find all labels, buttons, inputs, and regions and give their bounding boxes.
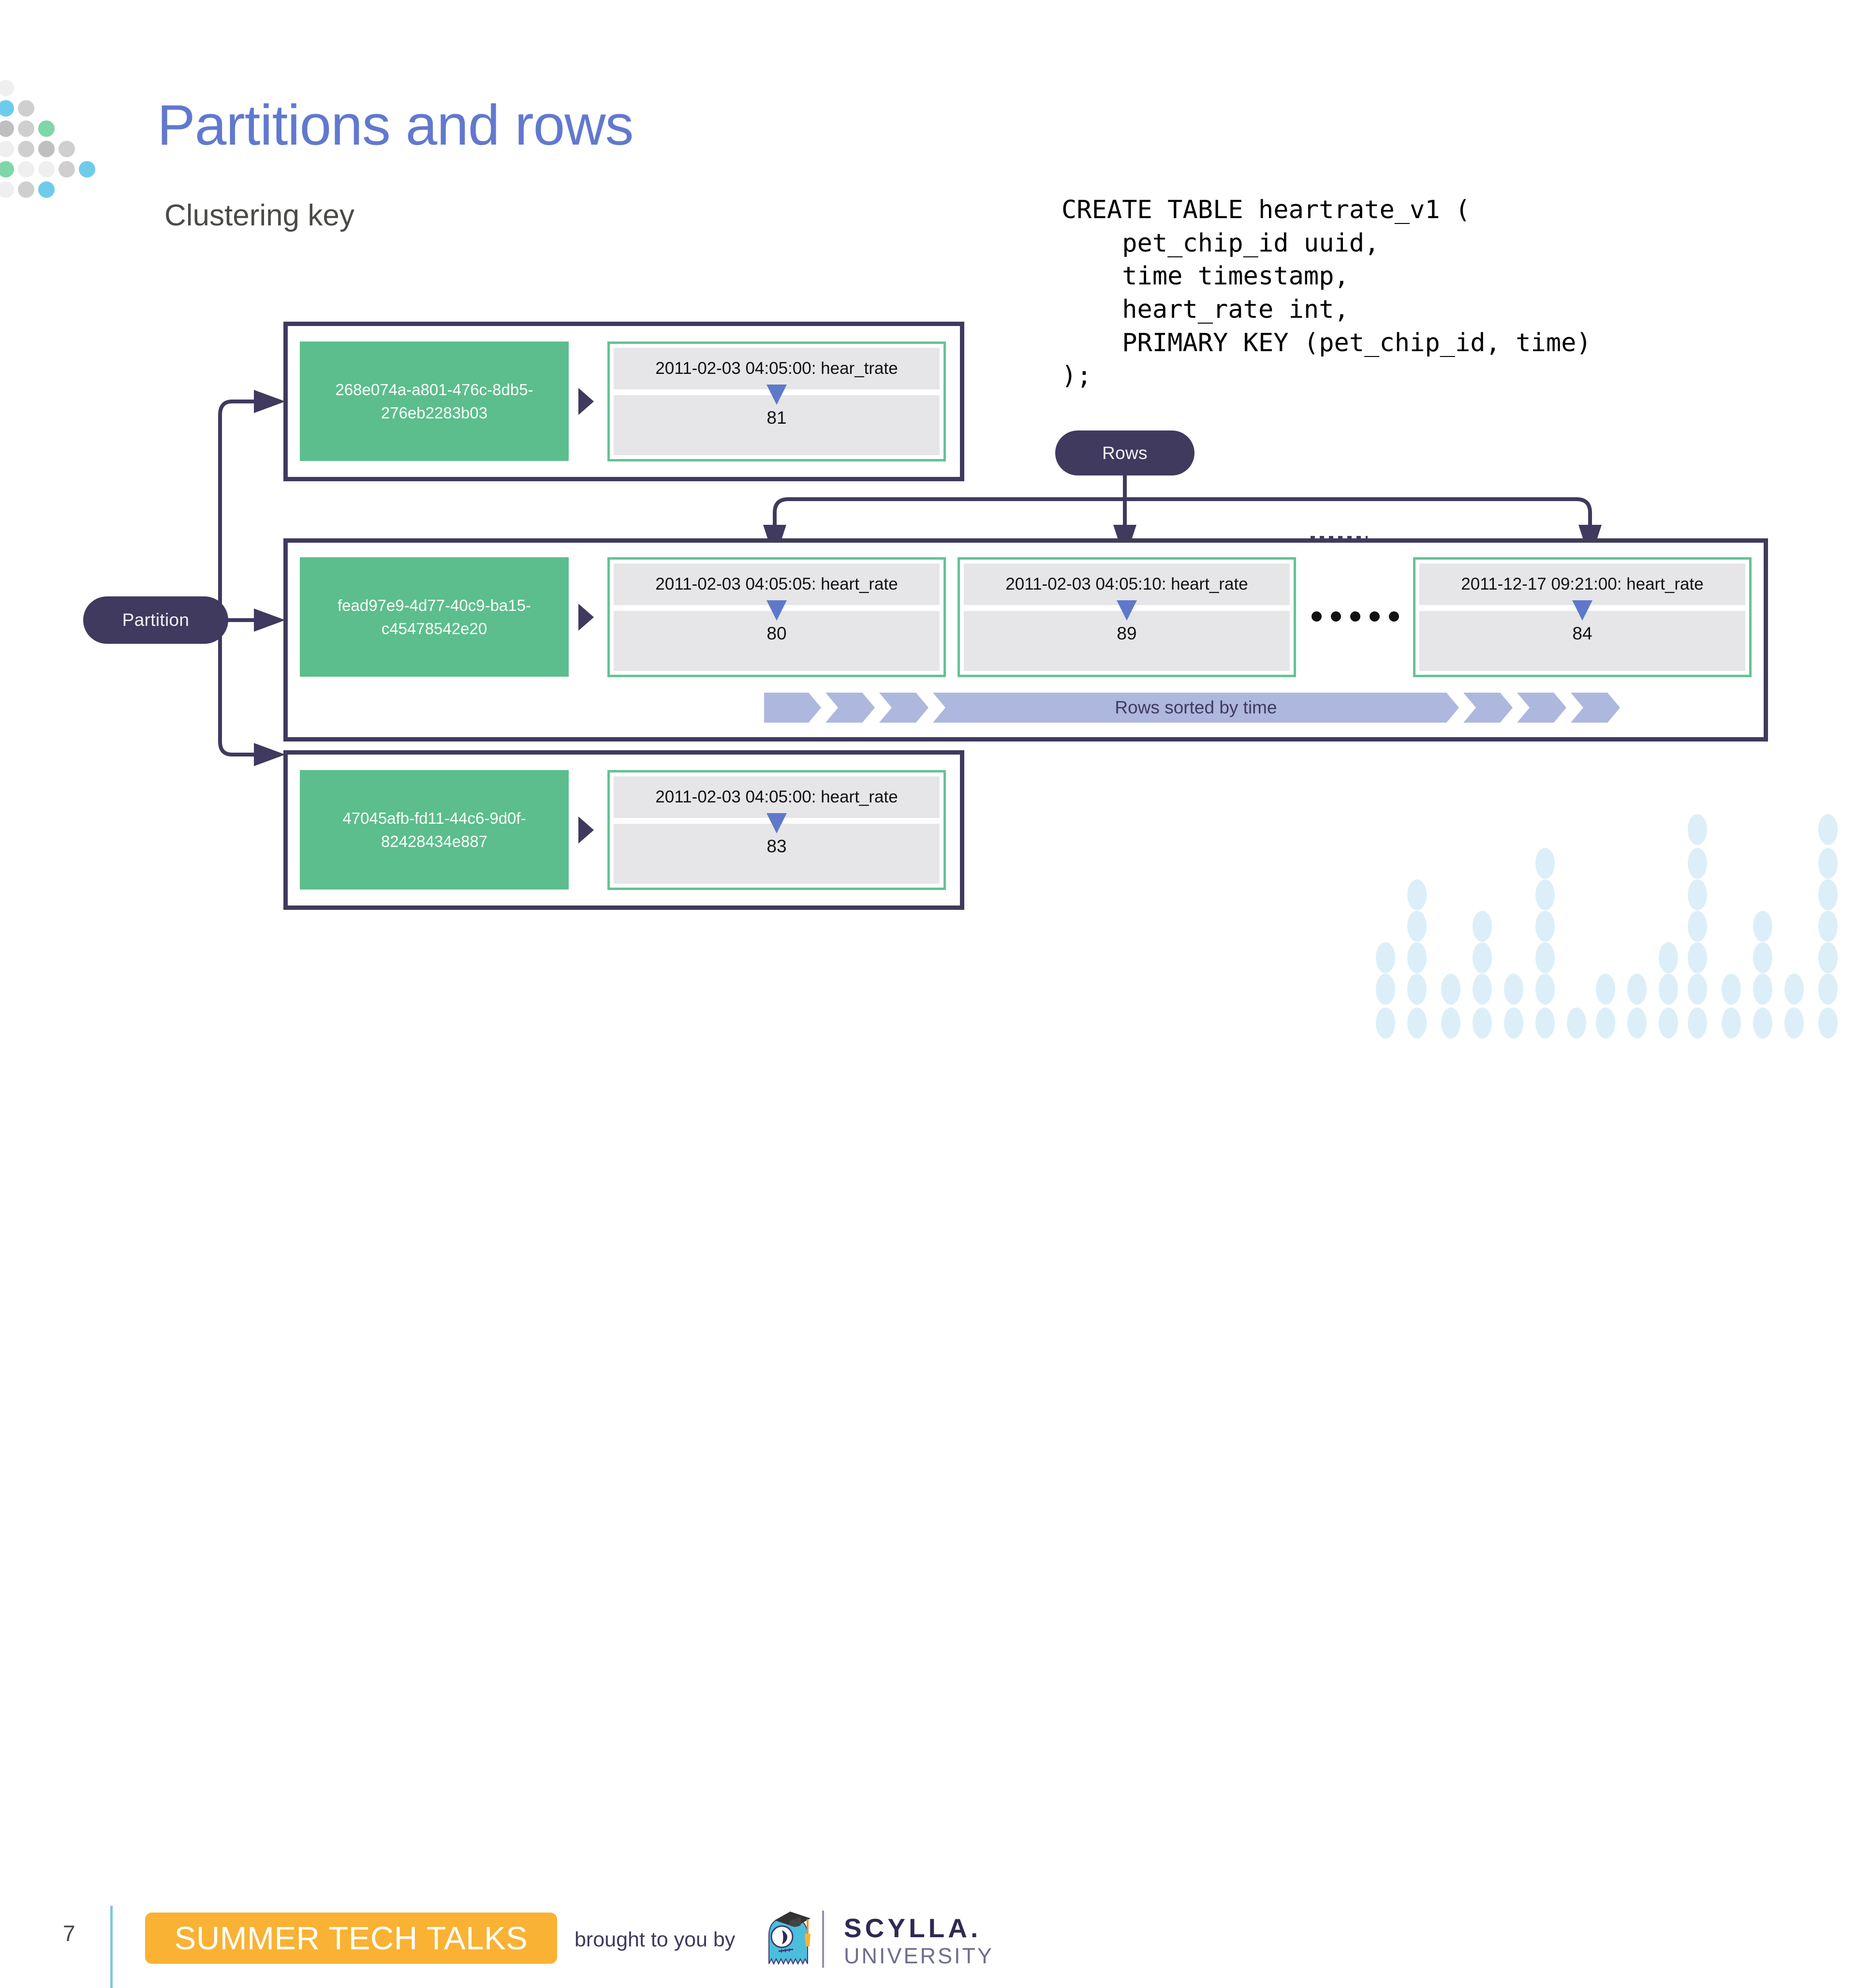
scylla-logo-text: SCYLLA. — [844, 1913, 982, 1943]
partition-to-row-arrow-icon — [578, 388, 594, 415]
logo-divider — [822, 1911, 824, 1968]
scylla-university-text: UNIVERSITY — [844, 1943, 994, 1968]
row-cells-ellipsis — [1312, 611, 1399, 622]
footer-divider — [110, 1906, 113, 1988]
partition-key-block: 268e074a-a801-476c-8db5-276eb2283b03 — [300, 341, 569, 461]
row-cell: 2011-02-03 04:05:05: heart_rate 80 — [607, 557, 946, 677]
row-cell-header: 2011-02-03 04:05:00: hear_trate — [614, 348, 940, 389]
rows-label: Rows — [1102, 443, 1148, 463]
row-cell-value: 89 — [964, 611, 1290, 671]
row-cell-header: 2011-02-03 04:05:00: heart_rate — [614, 776, 940, 818]
row-value-caret-icon — [1117, 600, 1137, 621]
rows-sorted-label: Rows sorted by time — [1115, 697, 1277, 717]
page-subtitle: Clustering key — [164, 199, 354, 232]
row-cell-value: 84 — [1419, 611, 1745, 671]
rows-label-pill: Rows — [1055, 430, 1194, 475]
scylla-mascot-graduate-icon — [768, 1912, 811, 1965]
partition-label: Partition — [122, 610, 190, 630]
slide-footer: 7 SUMMER TECH TALKS brought to you by SC… — [0, 943, 1857, 1988]
page-number: 7 — [63, 1921, 75, 1946]
row-cell-value: 81 — [614, 395, 940, 455]
row-cell-value: 80 — [614, 611, 940, 671]
row-cell-header: 2011-02-03 04:05:10: heart_rate — [964, 564, 1290, 605]
row-value-caret-icon — [1572, 600, 1592, 621]
partition-key-block: fead97e9-4d77-40c9-ba15-c45478542e20 — [300, 557, 569, 677]
partitions-and-rows-diagram: 268e074a-a801-476c-8db5-276eb2283b03 201… — [83, 322, 1768, 910]
partition-to-row-arrow-icon — [578, 816, 594, 844]
row-cell: 2011-02-03 04:05:00: heart_rate 83 — [607, 770, 946, 890]
row-cell-header: 2011-12-17 09:21:00: heart_rate — [1419, 564, 1745, 605]
row-cell: 2011-02-03 04:05:10: heart_rate 89 — [958, 557, 1296, 677]
row-value-caret-icon — [766, 813, 787, 833]
partition-key-block: 47045afb-fd11-44c6-9d0f-82428434e887 — [300, 770, 569, 890]
row-cell: 2011-12-17 09:21:00: heart_rate 84 — [1413, 557, 1752, 677]
summer-tech-talks-badge: SUMMER TECH TALKS — [145, 1913, 557, 1964]
brought-to-you-by-label: brought to you by — [575, 1928, 736, 1951]
cql-create-table-snippet: CREATE TABLE heartrate_v1 ( pet_chip_id … — [1061, 195, 1592, 391]
row-cell: 2011-02-03 04:05:00: hear_trate 81 — [607, 341, 946, 461]
partition-to-row-arrow-icon — [578, 604, 594, 631]
rows-sorted-by-time-band: Rows sorted by time — [764, 693, 1620, 723]
row-cell-header: 2011-02-03 04:05:05: heart_rate — [614, 564, 940, 605]
row-value-caret-icon — [766, 600, 787, 621]
page-title: Partitions and rows — [157, 93, 634, 157]
row-value-caret-icon — [766, 385, 787, 405]
row-cell-value: 83 — [614, 824, 940, 884]
summer-tech-talks-label: SUMMER TECH TALKS — [174, 1920, 528, 1957]
partition-label-pill: Partition — [83, 596, 228, 644]
